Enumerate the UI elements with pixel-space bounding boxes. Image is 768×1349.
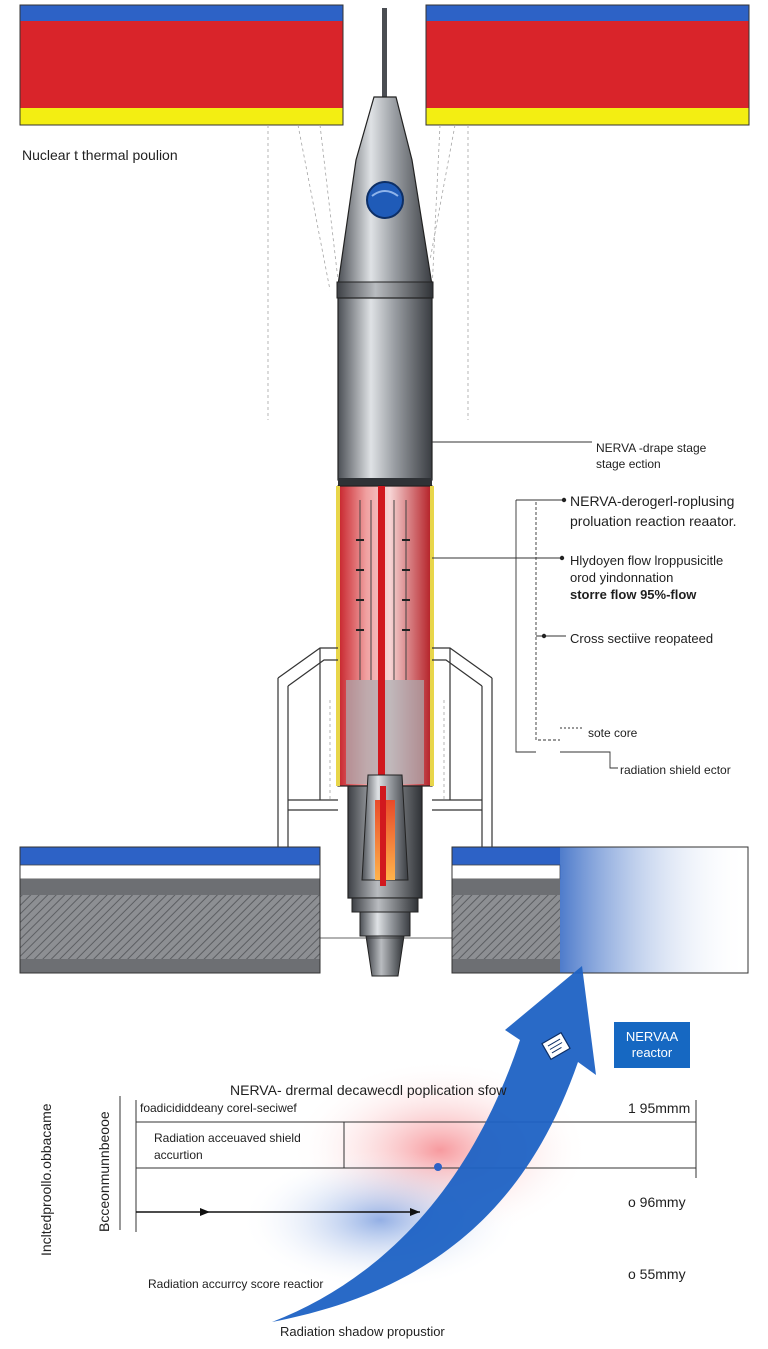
callout-leaders xyxy=(432,441,618,769)
hydrogen-callout-line1: Hlydoyen flow lroppusicitle xyxy=(570,553,724,568)
hydrogen-callout-line3: storre flow 95%-flow xyxy=(570,587,697,602)
engine-nozzle xyxy=(347,774,423,977)
reactor-badge-line2: reactor xyxy=(631,1045,673,1060)
base-platform-left xyxy=(19,846,321,974)
reactor-badge: NERVAA reactor xyxy=(614,1022,690,1068)
value-2: o 96mmy xyxy=(628,1194,686,1210)
reactor-section xyxy=(336,485,434,816)
upper-body xyxy=(337,297,433,481)
support-frame-left xyxy=(277,647,338,871)
antenna xyxy=(382,8,387,98)
lower-header: NERVA- drermal decawecdl poplication sfo… xyxy=(230,1082,507,1098)
stage-callout-line2: stage ection xyxy=(596,457,661,471)
top-left-block xyxy=(19,4,344,126)
value-3: o 55mmy xyxy=(628,1266,686,1282)
vertical-label-left: Incltedproollo.obbacame xyxy=(38,1103,54,1256)
vertical-label-mid: Bcceonmunnbeooe xyxy=(96,1111,112,1232)
core-callout: sote core xyxy=(588,726,638,740)
lower-row2-line1: Radiation acceuaved shield xyxy=(154,1131,301,1145)
flow-arrow xyxy=(272,966,596,1322)
reactor-badge-line1: NERVAA xyxy=(625,1029,679,1044)
top-right-block xyxy=(425,4,750,126)
construction-lines xyxy=(267,124,469,800)
support-frame-right xyxy=(432,647,493,871)
bottom-note: Radiation accurrcy score reactior xyxy=(148,1277,324,1291)
value-1: 1 95mmm xyxy=(628,1100,691,1116)
page-title: Nuclear t thermal poulion xyxy=(22,147,178,163)
lower-row1: foadicididdeany corel-seciwef xyxy=(140,1101,297,1115)
emblem-icon xyxy=(366,181,404,219)
gear-icon xyxy=(541,1031,571,1061)
base-platform-right xyxy=(451,846,749,974)
reactor-callout-line2: proluation reaction reaator. xyxy=(570,513,737,529)
cross-section-callout: Cross sectiive reopateed xyxy=(570,631,714,646)
bottom-caption: Radiation shadow propustior xyxy=(280,1324,445,1339)
stage-callout-line1: NERVA -drape stage xyxy=(596,441,707,455)
shield-callout: radiation shield ector xyxy=(620,763,731,777)
reactor-callout-line1: NERVA-derogerl-roplusing xyxy=(570,493,735,509)
lower-frame xyxy=(119,1096,697,1232)
hydrogen-callout-line2: orod yindonnation xyxy=(570,570,674,585)
lower-row2-line2: accurtion xyxy=(154,1148,203,1162)
